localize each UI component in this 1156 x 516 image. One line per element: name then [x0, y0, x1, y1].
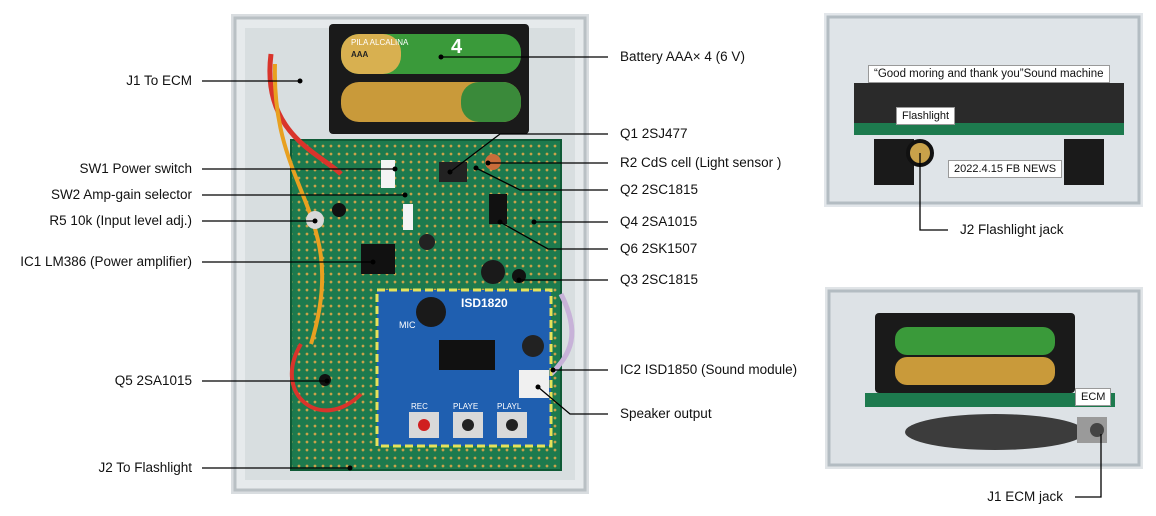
main-board-photo: PILA ALCALINA AAA 4 ISD1820 MIC REC PLAY… [231, 14, 589, 494]
label-ic2-isd1850: IC2 ISD1850 (Sound module) [620, 362, 798, 377]
label-speaker-output: Speaker output [620, 406, 712, 421]
label-ic1-lm386: IC1 LM386 (Power amplifier) [20, 254, 192, 269]
label-j1-ecm-jack: J1 ECM jack [987, 489, 1063, 504]
side-view-illustration [827, 289, 1141, 467]
label-r2-cds: R2 CdS cell (Light sensor ) [620, 155, 782, 170]
ecm-tag: ECM [1075, 388, 1112, 406]
label-j1-to-ecm: J1 To ECM [126, 73, 192, 88]
front-view-photo: “Good moring and thank you”Sound machine… [824, 13, 1143, 207]
label-q3: Q3 2SC1815 [620, 272, 699, 287]
label-sw2-amp-gain: SW2 Amp-gain selector [50, 187, 192, 202]
battery-number: 4 [451, 36, 463, 58]
sound-machine-caption: “Good moring and thank you”Sound machine [868, 65, 1110, 83]
button-label-playe: PLAYE [453, 402, 479, 411]
flashlight-tag: Flashlight [896, 107, 956, 125]
button-label-playl: PLAYL [497, 402, 522, 411]
main-board-illustration [233, 16, 587, 492]
label-sw1-power-switch: SW1 Power switch [79, 161, 192, 176]
side-view-photo: ECM [825, 287, 1143, 469]
label-q2: Q2 2SC1815 [620, 182, 699, 197]
button-label-rec: REC [411, 402, 428, 411]
label-j2-flashlight-jack: J2 Flashlight jack [960, 222, 1064, 237]
label-q6: Q6 2SK1507 [620, 241, 698, 256]
date-tag: 2022.4.15 FB NEWS [948, 160, 1063, 178]
label-battery: Battery AAA× 4 (6 V) [620, 49, 745, 64]
mic-label: MIC [399, 320, 416, 330]
label-q4: Q4 2SA1015 [620, 214, 698, 229]
module-title: ISD1820 [461, 296, 508, 310]
label-j2-to-flashlight: J2 To Flashlight [98, 460, 192, 475]
battery-size-text: AAA [351, 50, 369, 59]
battery-brand-text: PILA ALCALINA [351, 38, 409, 47]
label-q5: Q5 2SA1015 [114, 373, 192, 388]
label-q1: Q1 2SJ477 [620, 126, 688, 141]
label-r5-input-level: R5 10k (Input level adj.) [49, 213, 192, 228]
